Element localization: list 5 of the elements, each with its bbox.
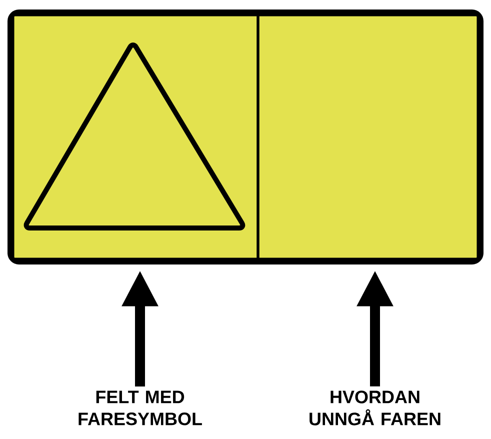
sign-panel [256, 14, 480, 260]
warning-sign [8, 10, 484, 264]
caption-text: FELT MED FARESYMBOL [78, 390, 202, 426]
caption-text: HVORDAN UNNGÅ FAREN [310, 390, 440, 426]
sign-panel [12, 14, 260, 260]
